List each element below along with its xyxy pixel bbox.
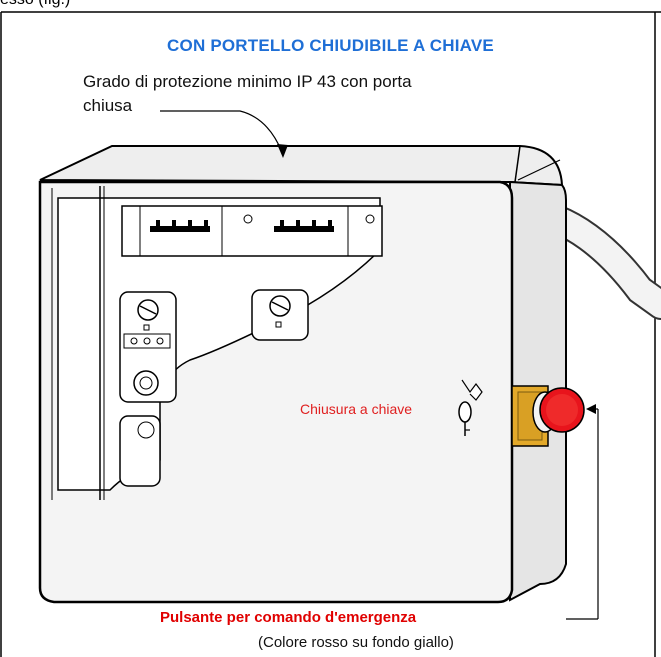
- description-line-1: Grado di protezione minimo IP 43 con por…: [83, 72, 412, 91]
- color-note-label: (Colore rosso su fondo giallo): [258, 634, 454, 651]
- emergency-button-label: Pulsante per comando d'emergenza: [160, 609, 417, 626]
- key-lock-label: Chiusura a chiave: [300, 401, 413, 417]
- description-line-2: chiusa: [83, 96, 133, 115]
- protection-description: Grado di protezione minimo IP 43 con por…: [83, 70, 553, 118]
- emergency-button-icon: [511, 385, 585, 447]
- cutaway-interior: [51, 186, 383, 500]
- cropped-caption: esso (fig.): [0, 0, 70, 9]
- description-arrow: [160, 110, 288, 158]
- key-lock-icon: [458, 379, 483, 436]
- diagram-title: CON PORTELLO CHIUDIBILE A CHIAVE: [167, 36, 494, 55]
- emergency-arrow: [566, 404, 599, 620]
